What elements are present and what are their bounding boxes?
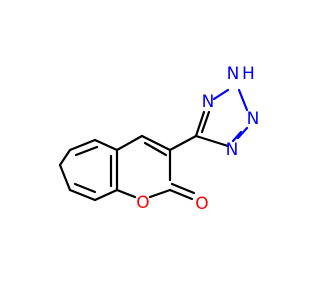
- bond-n2-n1-double: [231, 130, 243, 143]
- atom-n1: N: [226, 140, 239, 160]
- pyranone-ring: [115, 134, 196, 201]
- bond-c3-c5t: [168, 134, 198, 152]
- bond-o1-c8a: [115, 188, 137, 199]
- atom-labels: O O N N H N N: [136, 64, 259, 214]
- bond-n3-n2: [237, 88, 249, 112]
- bond-c8-c8a-double: [73, 182, 97, 194]
- bond-c2-oc: [168, 188, 194, 201]
- atom-h: H: [242, 64, 255, 84]
- background: [0, 0, 300, 300]
- atom-n2: N: [247, 109, 260, 129]
- bond-c5t-n4: [194, 110, 206, 138]
- tetrazole-ring: [168, 88, 249, 152]
- bond-c6-c7: [58, 148, 72, 167]
- bond-c4a-c4: [115, 134, 144, 152]
- molecule-diagram: O O N N H N N: [0, 0, 300, 300]
- bond-c5t-n4-double: [200, 110, 211, 134]
- bond-n2-n1: [236, 126, 249, 140]
- bond-c4-c3-double: [143, 141, 168, 157]
- benzene-ring: [58, 138, 119, 202]
- atom-n3: N: [227, 64, 240, 84]
- bond-c5-c6-double: [74, 145, 99, 157]
- bond-c4a-c5: [93, 138, 119, 152]
- bond-c2-oc-double: [170, 182, 196, 195]
- atom-o-carbonyl: O: [195, 194, 208, 214]
- bond-c7-c8: [58, 163, 72, 192]
- atom-o-ring: O: [136, 193, 149, 213]
- bond-n4-n3: [212, 88, 230, 101]
- bond-c5-c6: [68, 138, 97, 152]
- bond-c2-o1: [148, 188, 172, 199]
- bond-c5t-n1: [194, 134, 230, 148]
- bond-c8a-right: [93, 188, 119, 202]
- atom-n4: N: [202, 92, 215, 112]
- bond-c4-c3: [140, 134, 172, 152]
- bond-c8-c8a-left: [68, 188, 97, 202]
